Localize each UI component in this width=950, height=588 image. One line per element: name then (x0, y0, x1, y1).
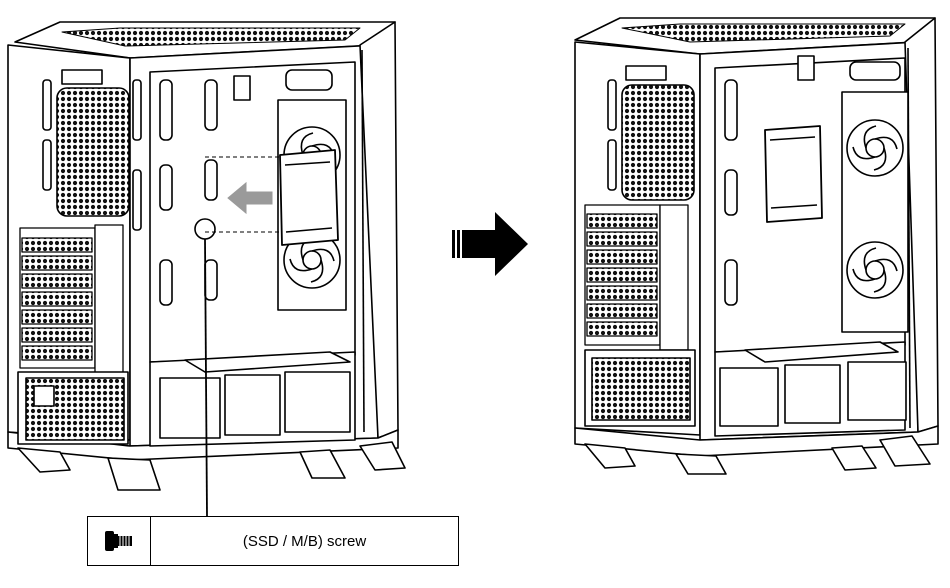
screw-legend: (SSD / M/B) screw (87, 516, 459, 566)
arrow-left-icon (227, 181, 273, 215)
screw-icon (105, 531, 132, 551)
legend-icon-cell (88, 517, 151, 565)
case-after (574, 17, 939, 475)
screw-label: (SSD / M/B) screw (242, 532, 367, 550)
case-before (7, 21, 406, 491)
screw-callout (194, 218, 216, 517)
arrow-right-icon (452, 212, 528, 276)
